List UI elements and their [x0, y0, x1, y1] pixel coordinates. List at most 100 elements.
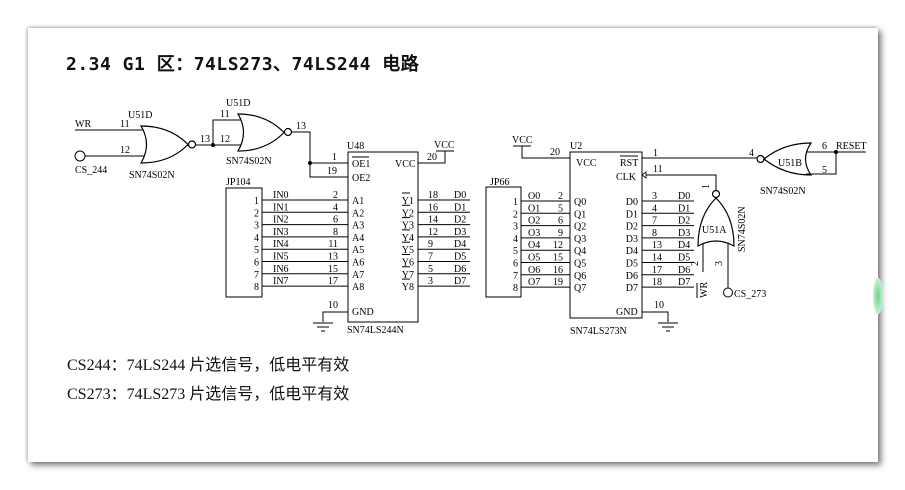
gate-a-pin: 11	[120, 119, 130, 130]
u48-pin: 20	[427, 152, 437, 163]
jp66-pin-number: 4	[513, 234, 518, 245]
u48-net-label: IN6	[273, 264, 289, 275]
u48-net-label: IN3	[273, 227, 289, 238]
u48-net-label: IN1	[273, 202, 289, 213]
u2-net-label: D6	[678, 265, 690, 276]
nor-gate-c	[763, 142, 813, 176]
vcc-net-label: VCC	[434, 140, 455, 151]
u48-pin: 3	[428, 276, 433, 287]
u2-net-label: D1	[678, 203, 690, 214]
u48-pin-name: A1	[352, 196, 364, 207]
u48-pin: 8	[333, 227, 338, 238]
u48-pin-name: A2	[352, 208, 364, 219]
wire	[806, 152, 837, 175]
gate-b-pin: 13	[296, 121, 306, 132]
u48-vcc-label: VCC	[395, 159, 416, 170]
u2-pin-name: Q2	[574, 222, 586, 233]
note-cs244: CS244：74LS244 片选信号，低电平有效	[67, 357, 350, 374]
u48-net-label: D5	[454, 252, 466, 263]
jp66-connector	[485, 186, 522, 298]
ground-icon	[658, 322, 678, 332]
cs-273-net-label: CS_273	[734, 289, 766, 300]
u2-pin: 10	[654, 300, 664, 311]
u2-pin: 4	[652, 203, 657, 214]
u48-pin: 1	[332, 152, 337, 163]
u2-net-label: O4	[528, 240, 540, 251]
u48-net-label: IN7	[273, 276, 289, 287]
gate-d-ref: U51A	[702, 225, 727, 236]
u2-pin-name: D2	[626, 222, 638, 233]
u2-net-label: O3	[528, 228, 540, 239]
jp104-pin-number: 4	[254, 233, 259, 244]
u2-net-label: O7	[528, 277, 540, 288]
jp66-pin-number: 1	[513, 197, 518, 208]
u2-net-label: D4	[678, 240, 690, 251]
inversion-bubble	[283, 127, 293, 137]
jp104-pin-number: 5	[254, 245, 259, 256]
u2-pin-name: Q0	[574, 197, 586, 208]
ground-icon	[313, 322, 333, 332]
u48-pin: 15	[328, 264, 338, 275]
u48-pin: 12	[428, 227, 438, 238]
u2-pin-name: D3	[626, 234, 638, 245]
jp104-pin-number: 7	[254, 270, 259, 281]
vcc-wire	[418, 151, 446, 164]
junction	[308, 161, 312, 165]
u2-pin: 17	[652, 265, 662, 276]
vcc-wire	[521, 146, 570, 159]
u48-pin-name: Y3	[402, 221, 414, 232]
u2-pin-name: Q4	[574, 246, 586, 257]
inversion-bubble	[187, 140, 197, 149]
u2-pin: 15	[553, 253, 563, 264]
u48-pin: 9	[428, 239, 433, 250]
u48-pin-name: Y2	[402, 208, 414, 219]
clock-input-icon	[641, 171, 647, 179]
u48-pin: 16	[428, 202, 438, 213]
gate-c-ref: U51B	[778, 158, 802, 169]
jp104-connector	[225, 187, 263, 298]
u2-pin: 7	[652, 216, 657, 227]
u2-pin-name: D0	[626, 197, 638, 208]
u2-pin-name: Q6	[574, 271, 586, 282]
u48-pin: 4	[333, 202, 338, 213]
u2-pin-name: D7	[626, 283, 638, 294]
gate-c-pin: 5	[822, 165, 827, 176]
u2-pin: 11	[653, 164, 663, 175]
u48-pin: 19	[327, 166, 337, 177]
u48-pin-name: A3	[352, 221, 364, 232]
u2-pin: 2	[558, 191, 563, 202]
u48-pin-name: A6	[352, 258, 364, 269]
u2-pin: 19	[553, 277, 563, 288]
reset-net-label: RESET	[836, 141, 867, 152]
u2-part: SN74LS273N	[570, 326, 627, 337]
u48-net-label: IN4	[273, 239, 289, 250]
vcc-net-label: VCC	[512, 135, 533, 146]
u48-pin-name: Y7	[402, 270, 414, 281]
u48-pin: 6	[333, 215, 338, 226]
u2-pin: 5	[558, 203, 563, 214]
u48-pin: 18	[428, 190, 438, 201]
u2-gnd-label: GND	[616, 307, 638, 318]
u2-vcc-label: VCC	[576, 158, 597, 169]
wire	[212, 119, 242, 145]
u2-pin-name: D6	[626, 271, 638, 282]
u2-pin: 18	[652, 277, 662, 288]
u48-pin-name: A8	[352, 282, 364, 293]
jp66-pin-number: 7	[513, 271, 518, 282]
u2-pin: 14	[652, 253, 662, 264]
nor-gate-a	[139, 125, 189, 164]
u48-net-label: D2	[454, 215, 466, 226]
u2-net-label: O2	[528, 216, 540, 227]
jp66-pin-number: 6	[513, 259, 518, 270]
u2-pin: 9	[558, 228, 563, 239]
gnd-wire	[322, 311, 348, 322]
nor-gate-b	[236, 113, 285, 152]
gate-d-pin: 1	[701, 184, 712, 189]
gate-d-pin: 3	[714, 261, 725, 266]
u2-pin: 6	[558, 216, 563, 227]
clk-wire	[642, 174, 717, 190]
jp104-pin-number: 6	[254, 258, 259, 269]
u2-pin: 3	[652, 191, 657, 202]
gate-d-pin: 2	[690, 261, 701, 266]
